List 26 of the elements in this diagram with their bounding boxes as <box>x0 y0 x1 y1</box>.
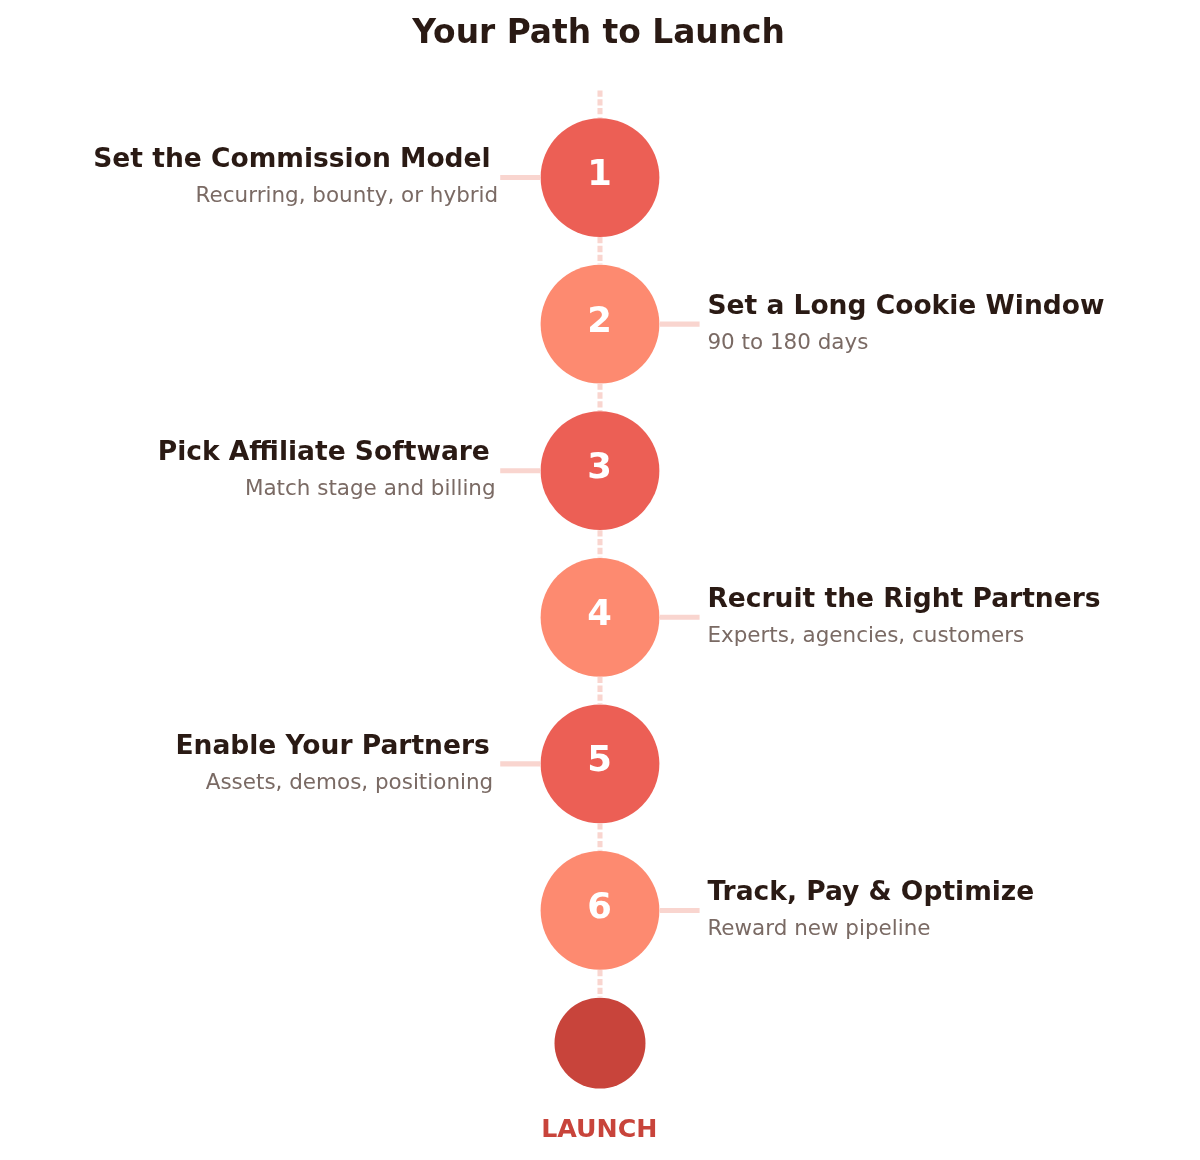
node-circle: 1 <box>540 118 660 237</box>
connector <box>597 530 603 558</box>
node-circle: 2 <box>540 264 660 384</box>
diagram-title: Your Path to Launch <box>412 13 785 52</box>
connector <box>597 90 603 118</box>
node-text: Pick Affiliate Software Match stage and billing <box>157 435 496 501</box>
connector <box>597 383 603 412</box>
connector <box>597 823 603 851</box>
connector <box>500 175 541 181</box>
node-circle: 4 <box>540 557 660 677</box>
node-circle: 6 <box>540 851 660 970</box>
node-circle: 3 <box>540 411 660 531</box>
node-label: LAUNCH <box>541 1113 658 1143</box>
node-circle: 5 <box>540 704 660 824</box>
connector <box>660 321 700 327</box>
node-text: Track, Pay & Optimize Reward new pipeline <box>707 875 1035 941</box>
connector <box>660 614 700 620</box>
node-text: Enable Your Partners Assets, demos, positioning <box>175 728 494 794</box>
connector <box>500 468 541 474</box>
node-text: Set a Long Cookie Window 90 to 180 days <box>707 288 1105 354</box>
node-text: Recruit the Right Partners Experts, agencies, customers <box>707 581 1101 648</box>
node-text: Set the Commission Model Recurring, bounty, or hybrid <box>93 142 499 208</box>
connector <box>597 676 603 705</box>
connector <box>660 907 700 913</box>
connector <box>500 761 541 767</box>
node-circle <box>554 997 646 1089</box>
